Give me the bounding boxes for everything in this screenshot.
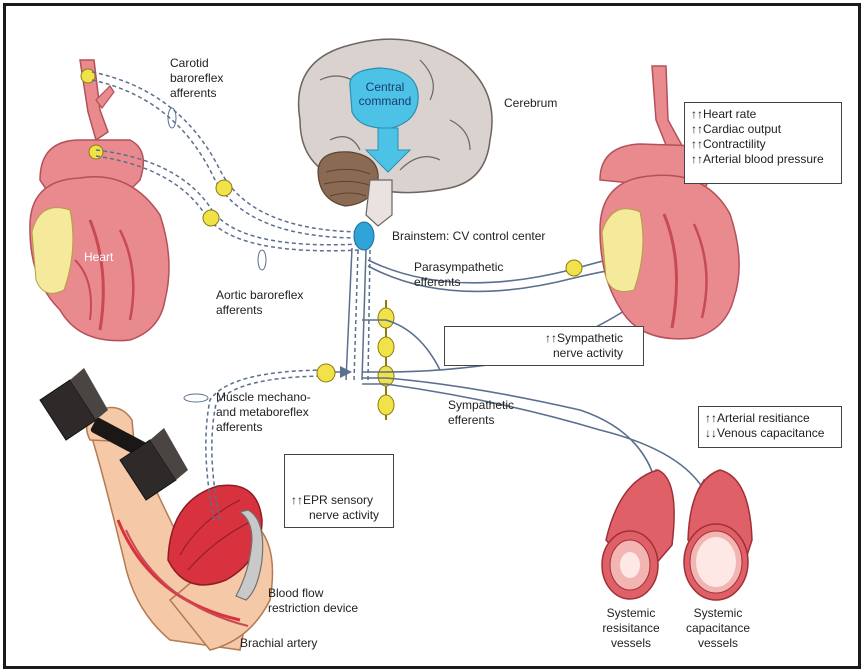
epr-activity-line1: ↑↑EPR sensory [291,493,379,508]
spinal-cord [346,248,370,380]
cerebrum-label: Cerebrum [504,96,557,111]
muscle-afferents-line2: and metaboreflex [216,405,311,420]
capacitance-vessels-line1: Systemic [682,606,754,621]
epr-activity-box: ↑↑EPR sensory nerve activity [284,454,394,528]
capacitance-vessel [684,470,752,600]
cardiac-effects-box: ↑↑Heart rate ↑↑Cardiac output ↑↑Contract… [684,102,842,184]
aortic-label: Aortic baroreflex afferents [216,288,303,318]
aortic-ganglion [203,210,219,226]
central-command-line1: Central [356,80,414,94]
epr-activity-line2: nerve activity [291,508,379,523]
central-command-line2: command [356,94,414,108]
sympathetic-efferents-label: Sympathetic efferents [448,398,514,428]
sympathetic-activity-line2: nerve activity [545,346,623,361]
epr-activity-text: ↑↑EPR sensory nerve activity [291,493,379,523]
blood-pressure-effect: ↑↑Arterial blood pressure [691,152,835,167]
resistance-vessel [602,470,674,599]
carotid-ganglion [216,180,232,196]
sympathetic-efferents-line2: efferents [448,413,514,428]
capacitance-vessels-line3: vessels [682,636,754,651]
carotid-label-line2: baroreflex [170,71,223,86]
sympathetic-efferents-line1: Sympathetic [448,398,514,413]
capacitance-vessels-label: Systemic capacitance vessels [682,606,754,651]
cv-control-center [354,222,374,250]
brain [299,39,492,250]
cardiac-output-effect: ↑↑Cardiac output [691,122,835,137]
left-heart [30,60,169,341]
blood-flow-line2: restriction device [268,601,358,616]
aortic-label-pointer [258,250,266,270]
brainstem-label: Brainstem: CV control center [392,229,545,244]
sympathetic-activity-text: ↑↑Sympathetic nerve activity [545,331,623,361]
carotid-label-line3: afferents [170,86,223,101]
muscle-afferent-ganglion [317,364,335,382]
resistance-vessels-line3: vessels [596,636,666,651]
parasympathetic-label: Parasympathetic efferents [414,260,503,290]
parasympathetic-ganglion [566,260,582,276]
aortic-label-line1: Aortic baroreflex [216,288,303,303]
heart-fat-left [32,208,73,294]
parasympathetic-line1: Parasympathetic [414,260,503,275]
resistance-vessels-label: Systemic resisitance vessels [596,606,666,651]
arterial-resistance-effect: ↑↑Arterial resitiance [705,411,835,426]
muscle-afferents-label: Muscle mechano- and metaboreflex afferen… [216,390,311,435]
sympathetic-activity-box: ↑↑Sympathetic nerve activity [444,326,644,366]
parasympathetic-line2: efferents [414,275,503,290]
contractility-effect: ↑↑Contractility [691,137,835,152]
brainstem [366,180,392,226]
heart-rate-effect: ↑↑Heart rate [691,107,835,122]
sympathetic-activity-line1: ↑↑Sympathetic [545,331,623,346]
vascular-effects-box: ↑↑Arterial resitiance ↓↓Venous capacitan… [698,406,842,448]
muscle-afferent-pointer [184,394,208,402]
carotid-label-line1: Carotid [170,56,223,71]
muscle-afferents-line3: afferents [216,420,311,435]
brachial-artery-label: Brachial artery [240,636,317,651]
sympathetic-chain [378,300,394,420]
aortic-label-line2: afferents [216,303,303,318]
blood-flow-line1: Blood flow [268,586,358,601]
central-command-label: Central command [356,80,414,108]
heart-label: Heart [84,250,113,265]
carotid-label: Carotid baroreflex afferents [170,56,223,101]
capacitance-vessels-line2: capacitance [682,621,754,636]
resistance-vessels-line1: Systemic [596,606,666,621]
blood-flow-label: Blood flow restriction device [268,586,358,616]
resistance-vessels-line2: resisitance [596,621,666,636]
muscle-afferents-line1: Muscle mechano- [216,390,311,405]
venous-capacitance-effect: ↓↓Venous capacitance [705,426,835,441]
